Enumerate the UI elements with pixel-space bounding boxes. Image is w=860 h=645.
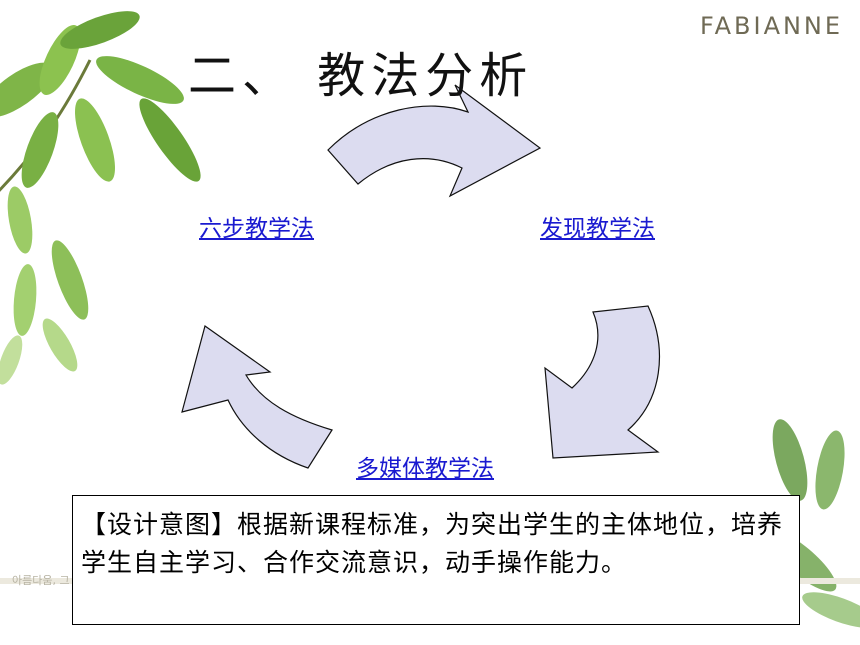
curved-arrow-icon: [181, 325, 333, 469]
brand-logo: FABIANNE: [700, 12, 844, 40]
curved-arrow-icon: [544, 305, 661, 459]
curved-arrow-icon: [327, 84, 542, 198]
multimedia-method-link[interactable]: 多媒体教学法: [356, 456, 494, 482]
slide-title: 二、 教法分析: [188, 48, 534, 104]
design-intent-box: 【设计意图】根据新课程标准，为突出学生的主体地位，培养学生自主学习、合作交流意识…: [72, 495, 800, 625]
discovery-method-link[interactable]: 发现教学法: [540, 216, 655, 242]
leaf-branch-icon: [0, 11, 201, 385]
six-step-method-link[interactable]: 六步教学法: [199, 216, 314, 242]
